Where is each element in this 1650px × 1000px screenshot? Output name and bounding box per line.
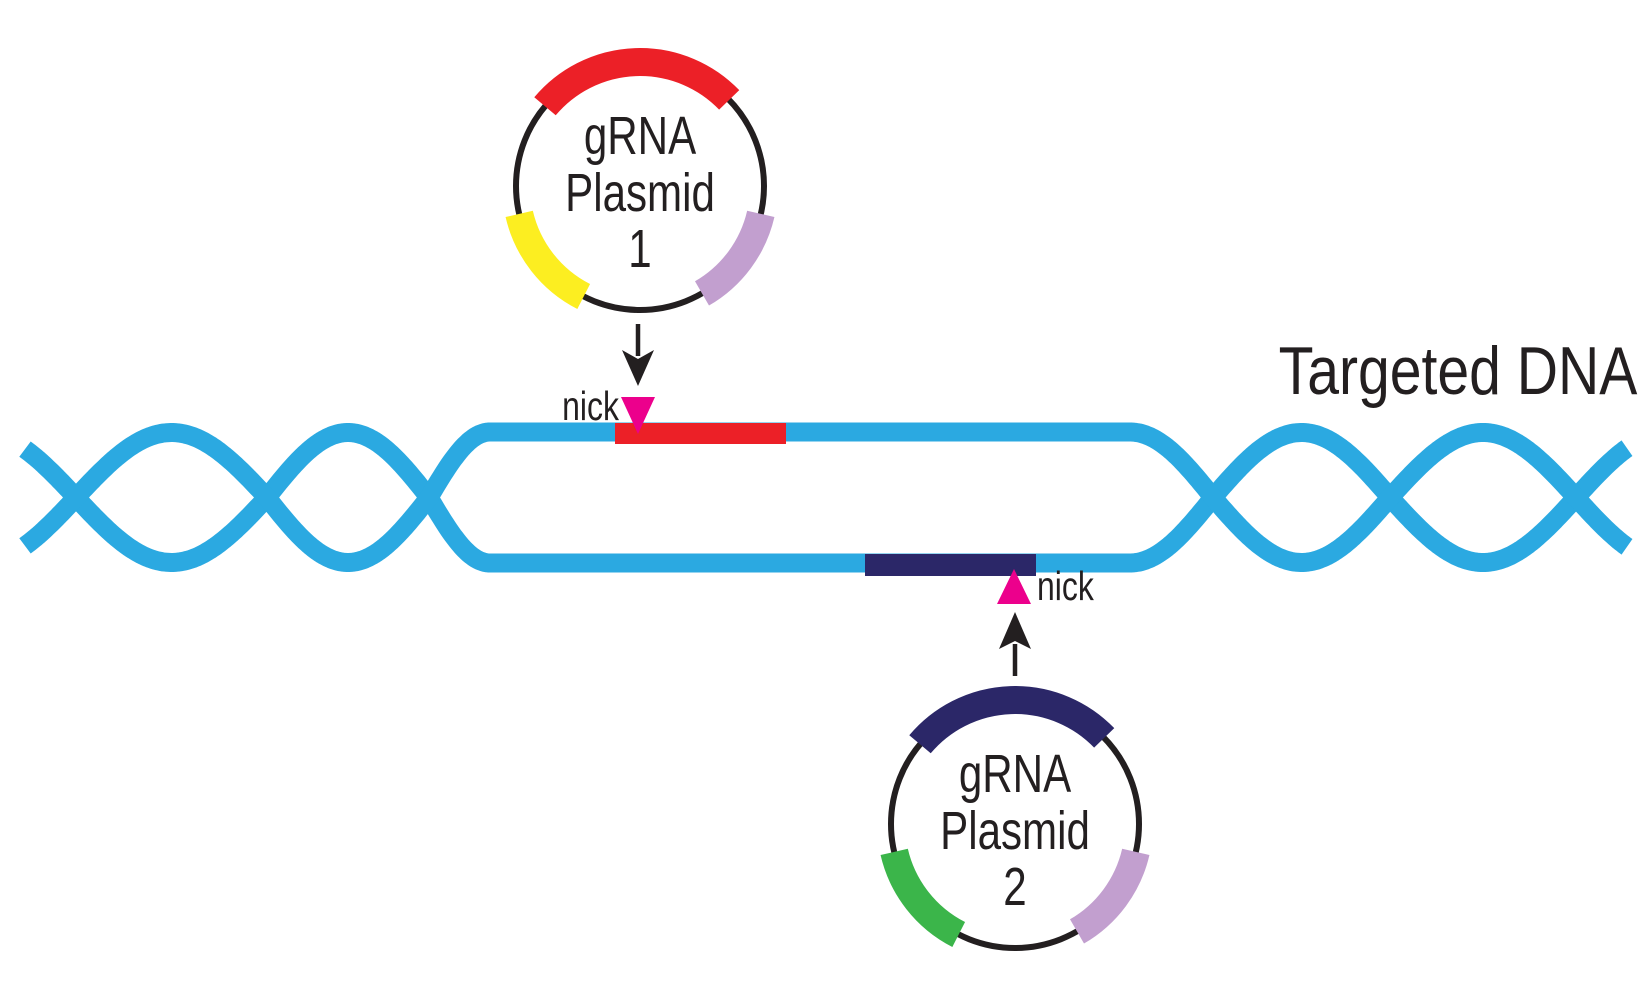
dna-strand-a [17, 423, 1635, 573]
nick-label-bottom-wrap: nick [1037, 563, 1094, 609]
nick-label-top: nick [562, 383, 619, 429]
plasmid2-segment-top [909, 686, 1115, 754]
targeted-dna-label-wrap: Targeted DNA [1279, 333, 1638, 409]
grna-plasmid-1: gRNA Plasmid 1 [505, 48, 775, 313]
nick-marker-bottom-icon [997, 569, 1031, 604]
plasmid1-segment-top [534, 48, 740, 116]
nick-label-top-wrap: nick [562, 383, 619, 429]
plasmid1-label-line1: gRNA [584, 106, 697, 166]
dna-strand-b [17, 422, 1635, 572]
plasmid1-label-line2: Plasmid [565, 163, 715, 223]
plasmid1-segment-left [505, 210, 591, 309]
plasmid1-label-line3: 1 [628, 219, 651, 279]
plasmid1-label: gRNA Plasmid 1 [565, 106, 715, 279]
plasmid2-label: gRNA Plasmid 2 [940, 744, 1090, 917]
plasmid2-label-line2: Plasmid [940, 801, 1090, 861]
plasmid1-segment-right [694, 210, 775, 306]
plasmid2-arrow [999, 612, 1031, 676]
plasmid2-label-line3: 2 [1003, 857, 1026, 917]
arrow-down-icon [622, 350, 654, 386]
dna-double-helix [17, 422, 1635, 573]
grna-plasmid-2: gRNA Plasmid 2 [880, 686, 1150, 951]
nick-marker-top-icon [621, 397, 655, 434]
nick-label-bottom: nick [1037, 563, 1094, 609]
arrow-up-icon [999, 612, 1031, 649]
grna1-target-site [615, 423, 786, 444]
targeted-dna-label: Targeted DNA [1279, 333, 1638, 409]
plasmid1-arrow [622, 324, 654, 386]
plasmid2-segment-right [1069, 848, 1150, 944]
plasmid2-segment-left [880, 848, 966, 947]
plasmid2-label-line1: gRNA [959, 744, 1072, 804]
grna2-target-site [865, 554, 1036, 576]
